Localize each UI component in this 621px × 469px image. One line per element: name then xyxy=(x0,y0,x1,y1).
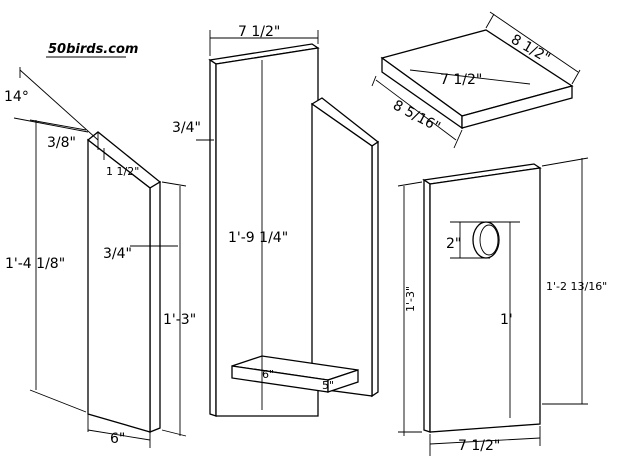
watermark: 50birds.com xyxy=(48,42,138,57)
back-width-label: 7 1/2" xyxy=(238,24,280,40)
floor-piece: 6" 5" xyxy=(231,355,359,393)
side-angle-label: 14° xyxy=(4,89,29,105)
side-top-small-label: 1 1/2" xyxy=(106,165,139,178)
side-panel-face xyxy=(87,138,151,433)
side-thickness-label: 3/4" xyxy=(103,246,132,262)
front-height-label: 1'-2 13/16" xyxy=(546,280,607,293)
front-width-label: 7 1/2" xyxy=(458,438,500,454)
entrance-hole xyxy=(472,221,500,259)
side-height-label: 1'-4 1/8" xyxy=(5,256,65,272)
side-front-height-label: 1'-3" xyxy=(163,312,196,328)
roof-panel: 8 1/2" 7 1/2" 8 5/16" xyxy=(371,11,581,149)
front-panel-side-edge xyxy=(423,178,431,433)
roof-width-label: 7 1/2" xyxy=(440,72,482,88)
back-height-label: 1'-9 1/4" xyxy=(228,230,288,246)
floor-width-label: 5" xyxy=(322,379,334,392)
front-side-height-label: 1'-3" xyxy=(404,286,417,312)
back-panel: 6" 5" 7 1/2" 3/4" 1'-9 1/4" xyxy=(172,24,380,417)
back-panel-side-edge xyxy=(209,58,217,417)
side-panel: 14° 3/8" 1 1/2" 1'-4 1/8" 3/4" 1'-3" 6" xyxy=(4,67,196,448)
side-panel-front-edge xyxy=(149,180,161,433)
back-thickness-label: 3/4" xyxy=(172,120,201,136)
roof-side-edge xyxy=(461,85,573,129)
front-panel: 2" 1' 1'-3" 1'-2 13/16" 7 1/2" xyxy=(397,157,607,456)
side-width-label: 6" xyxy=(110,431,125,447)
floor-depth-label: 6" xyxy=(262,368,274,381)
front-hole-height-label: 1' xyxy=(500,312,513,328)
back-panel-face xyxy=(215,47,319,417)
side-top-offset-label: 3/8" xyxy=(47,135,76,151)
front-panel-face xyxy=(429,167,541,433)
front-hole-label: 2" xyxy=(446,236,461,252)
